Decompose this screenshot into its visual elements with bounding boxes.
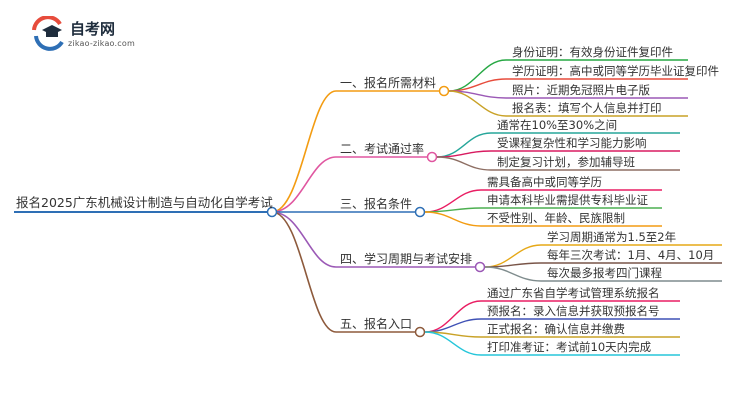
leaf-label[interactable]: 预报名：录入信息并获取预报名号 [487,304,660,318]
branch-label[interactable]: 二、考试通过率 [340,142,425,156]
leaf-label[interactable]: 通过广东省自学考试管理系统报名 [487,286,660,300]
leaf-label[interactable]: 学历证明：高中或同等学历毕业证复印件 [512,64,719,78]
logo-url: zikao-zikao.com [68,39,135,48]
leaf-label[interactable]: 打印准考证：考试前10天内完成 [487,340,652,354]
branch-node-circle [438,85,450,97]
branch-label[interactable]: 五、报名入口 [340,317,413,331]
branch-node-circle [414,326,426,338]
leaf-label[interactable]: 受课程复杂性和学习能力影响 [497,136,647,150]
leaf-label[interactable]: 不受性别、年龄、民族限制 [487,211,625,225]
logo-name: 自考网 [70,20,116,38]
root-node-circle [266,206,278,218]
leaf-label[interactable]: 照片：近期免冠照片电子版 [512,83,650,97]
branch-connector [271,211,337,333]
leaf-label[interactable]: 正式报名：确认信息并缴费 [487,322,625,336]
branch-node-circle [426,151,438,163]
leaf-label[interactable]: 报名表：填写个人信息并打印 [512,101,662,115]
leaf-connector [424,207,482,213]
leaf-connector [436,156,492,171]
leaf-connector [448,59,507,92]
leaf-connector [448,90,507,117]
branch-connector [271,156,337,213]
leaf-connector [424,211,482,227]
leaf-label[interactable]: 每年三次考试：1月、4月、10月 [547,248,715,262]
branch-label[interactable]: 四、学习周期与考试安排 [340,252,473,266]
site-logo[interactable]: 自考网 zikao-zikao.com [30,14,170,54]
leaf-label[interactable]: 制定复习计划，参加辅导班 [497,155,635,169]
leaf-connector [424,331,482,356]
graduation-cap-icon [32,16,64,51]
branch-label[interactable]: 三、报名条件 [340,197,413,211]
leaf-label[interactable]: 通常在10%至30%之间 [497,118,618,132]
leaf-label[interactable]: 需具备高中或同等学历 [487,175,602,189]
branch-node-circle [414,206,426,218]
leaf-connector [424,300,482,333]
leaf-label[interactable]: 身份证明：有效身份证件复印件 [512,45,673,59]
leaf-label[interactable]: 学习周期通常为1.5至2年 [547,230,677,244]
branch-connector [271,90,337,213]
branch-label[interactable]: 一、报名所需材料 [340,76,437,90]
leaf-connector [484,262,542,268]
leaf-label[interactable]: 每次最多报考四门课程 [547,266,662,280]
leaf-connector [436,150,492,158]
leaf-label[interactable]: 申请本科毕业需提供专科毕业证 [487,193,648,207]
root-node[interactable]: 报名2025广东机械设计制造与自动化自学考试 [16,195,273,210]
branch-node-circle [474,261,486,273]
branch-connector [271,211,337,268]
leaf-connector [484,266,542,282]
